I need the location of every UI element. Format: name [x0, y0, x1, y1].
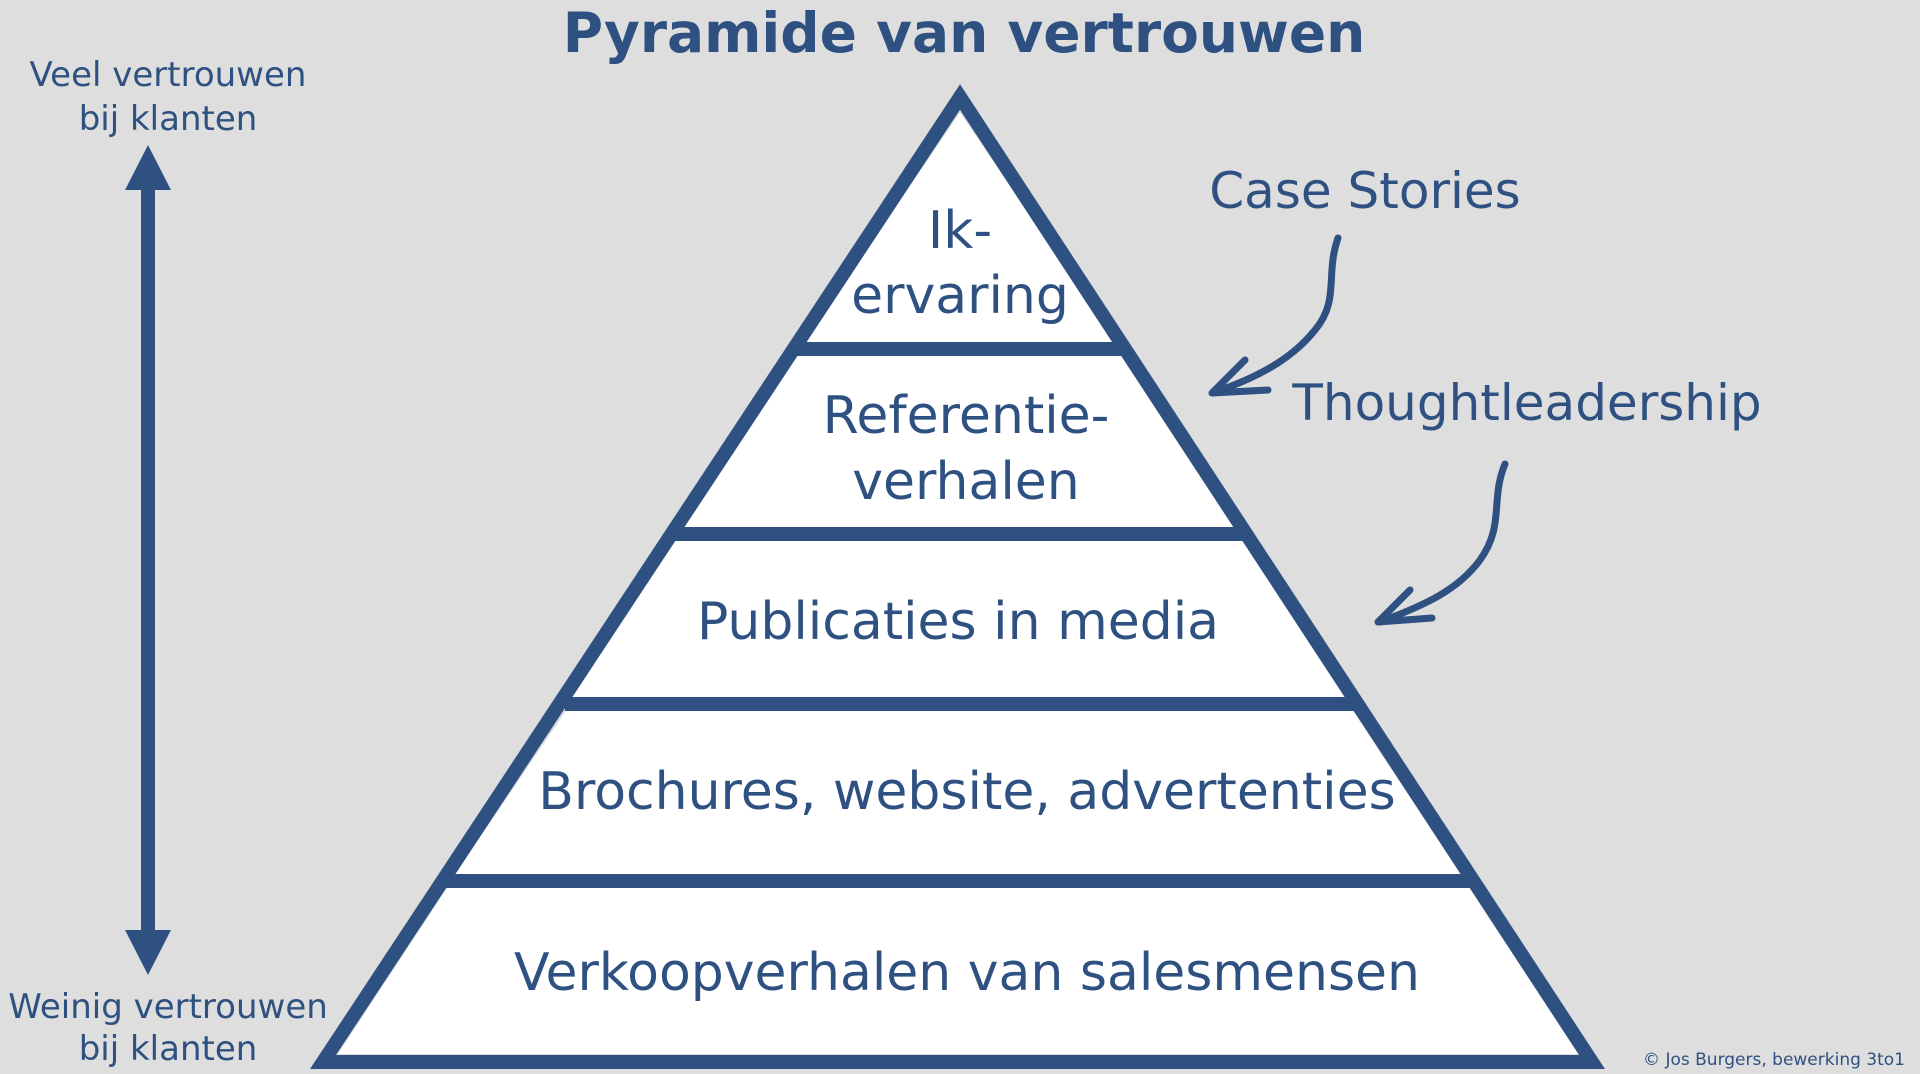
axis-bottom-label-line2: bij klanten: [79, 1029, 258, 1069]
thoughtleadership-arrow-icon: [1376, 460, 1509, 626]
tier-2-label-line1: Referentie-: [823, 386, 1110, 446]
axis-bottom-label-line1: Weinig vertrouwen: [8, 987, 328, 1027]
case-stories-label: Case Stories: [1209, 162, 1520, 220]
annotation-thoughtleadership: Thoughtleadership: [1291, 374, 1762, 626]
tier-4-label: Brochures, website, advertenties: [538, 762, 1395, 822]
tier-1-label-line2: ervaring: [851, 266, 1069, 326]
thoughtleadership-label: Thoughtleadership: [1291, 374, 1761, 432]
pyramid: Ik- ervaring Referentie- verhalen Public…: [309, 84, 1605, 1069]
thoughtleadership-arrowhead-icon: [1374, 586, 1436, 626]
tier-5-label: Verkoopverhalen van salesmensen: [514, 943, 1420, 1003]
pyramid-outline: [309, 84, 1605, 1069]
tier-2-label-line2: verhalen: [852, 452, 1079, 512]
credit-text: © Jos Burgers, bewerking 3to1: [1643, 1050, 1905, 1070]
tier-1-label-line1: Ik-: [928, 201, 992, 261]
case-stories-arrowhead-icon: [1208, 356, 1272, 397]
pyramid-tier-1: [801, 113, 1119, 343]
diagram-title: Pyramide van vertrouwen: [563, 1, 1366, 65]
axis-arrowhead-up-icon: [125, 145, 171, 190]
tier-3-label: Publicaties in media: [697, 592, 1219, 652]
pyramid-tier-2: [680, 354, 1236, 527]
pyramid-tier-5: [338, 888, 1580, 1054]
annotation-case-stories: Case Stories: [1208, 162, 1521, 397]
axis-top-label-line2: bij klanten: [79, 99, 258, 139]
pyramid-tier-3: [573, 540, 1345, 697]
axis-arrowhead-down-icon: [125, 930, 171, 975]
pyramid-tier-4: [455, 711, 1461, 874]
axis-top-label-line1: Veel vertrouwen: [30, 55, 307, 95]
case-stories-arrow-icon: [1211, 234, 1342, 396]
trust-axis: Veel vertrouwen bij klanten Weinig vertr…: [8, 55, 328, 1069]
